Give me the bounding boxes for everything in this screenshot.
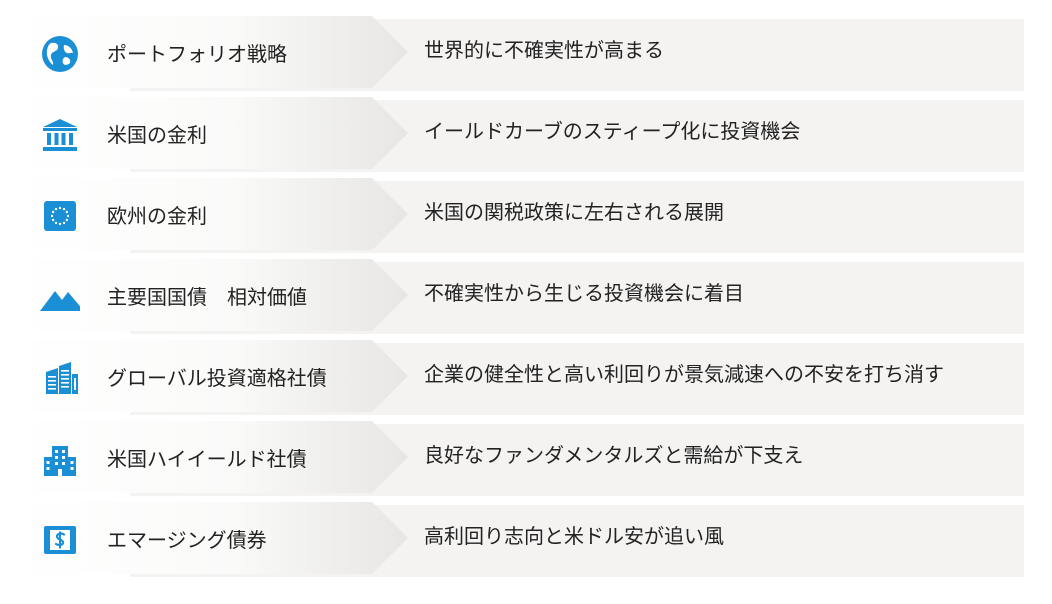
row-label-cell: 主要国国債 相対価値 [16,259,408,331]
city-buildings-icon [40,439,80,479]
row-description: 不確実性から生じる投資機会に着目 [424,281,744,305]
outlook-row: グローバル投資適格社債 企業の健全性と高い利回りが景気減速への不安を打ち消す [16,340,1024,415]
row-label-cell: グローバル投資適格社債 [16,340,408,412]
row-description: イールドカーブのスティープ化に投資機会 [424,119,801,143]
bank-icon [40,115,80,155]
row-description: 良好なファンダメンタルズと需給が下支え [424,443,804,467]
chevron-shape [16,502,408,574]
chevron-shape [16,259,408,331]
outlook-row: 主要国国債 相対価値 不確実性から生じる投資機会に着目 [16,259,1024,334]
outlook-row: ポートフォリオ戦略 世界的に不確実性が高まる [16,16,1024,91]
row-label: 欧州の金利 [107,204,207,228]
row-label-cell: エマージング債券 [16,502,408,574]
globe-icon [40,34,80,74]
row-label-cell: 米国ハイイールド社債 [16,421,408,493]
chevron-shape [16,16,408,88]
eu-flag-icon [40,196,80,236]
chevron-shape [16,178,408,250]
dollar-bill-icon [40,520,80,560]
outlook-row: 米国ハイイールド社債 良好なファンダメンタルズと需給が下支え [16,421,1024,496]
row-label: 主要国国債 相対価値 [107,285,307,309]
row-description: 高利回り志向と米ドル安が追い風 [424,524,724,548]
chevron-shape [16,340,408,412]
row-description: 世界的に不確実性が高まる [424,38,664,62]
chevron-shape [16,97,408,169]
outlook-row: 米国の金利 イールドカーブのスティープ化に投資機会 [16,97,1024,172]
mountain-icon [40,277,80,317]
outlook-row: エマージング債券 高利回り志向と米ドル安が追い風 [16,502,1024,577]
row-label: 米国ハイイールド社債 [107,447,307,471]
row-label: ポートフォリオ戦略 [107,42,287,66]
row-description: 企業の健全性と高い利回りが景気減速への不安を打ち消す [424,362,944,386]
outlook-row: 欧州の金利 米国の関税政策に左右される展開 [16,178,1024,253]
row-description: 米国の関税政策に左右される展開 [424,200,724,224]
row-label: グローバル投資適格社債 [107,366,327,390]
chevron-shape [16,421,408,493]
row-label-cell: 欧州の金利 [16,178,408,250]
row-label: 米国の金利 [107,123,207,147]
row-label: エマージング債券 [107,528,267,552]
row-label-cell: 米国の金利 [16,97,408,169]
office-buildings-icon [40,358,80,398]
row-label-cell: ポートフォリオ戦略 [16,16,408,88]
